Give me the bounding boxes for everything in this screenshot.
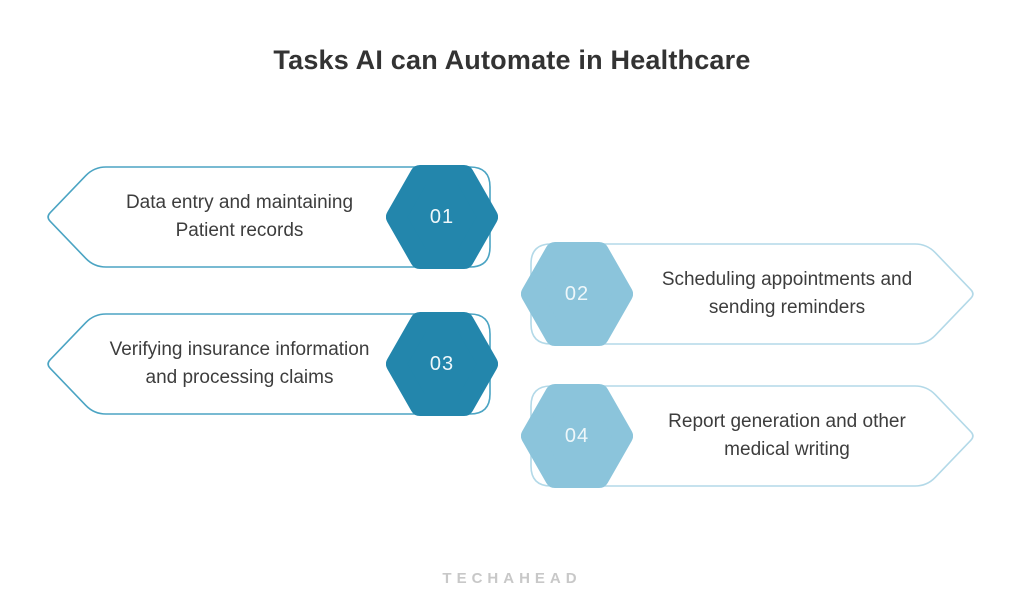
techahead-logo: TECHAHEAD xyxy=(442,570,582,587)
task-banner-1: 01 Data entry and maintaining Patient re… xyxy=(45,165,500,269)
task-banner-2: 02 Scheduling appointments and sending r… xyxy=(521,242,976,346)
hexagon-icon xyxy=(386,165,498,269)
number-hexagon: 01 xyxy=(386,165,498,269)
task-label-line2: sending reminders xyxy=(708,297,866,318)
task-label-line1: Data entry and maintaining xyxy=(125,192,354,213)
task-banner-3: 03 Verifying insurance information and p… xyxy=(45,312,500,416)
number-hexagon: 02 xyxy=(521,242,633,346)
task-label: Report generation and other medical writ… xyxy=(643,384,931,488)
number-hexagon: 03 xyxy=(386,312,498,416)
banner-arrow-left-shape xyxy=(47,166,491,268)
task-label: Data entry and maintaining Patient recor… xyxy=(97,165,382,269)
task-label-line2: and processing claims xyxy=(145,367,334,388)
banner-arrow-right-shape xyxy=(530,385,974,487)
hexagon-icon xyxy=(521,242,633,346)
task-label: Verifying insurance information and proc… xyxy=(97,312,382,416)
hexagon-icon xyxy=(521,384,633,488)
step-number: 04 xyxy=(564,424,590,447)
step-number: 01 xyxy=(429,205,455,228)
number-hexagon: 04 xyxy=(521,384,633,488)
step-number: 02 xyxy=(564,282,590,305)
step-number: 03 xyxy=(429,352,455,375)
task-label-line2: Patient records xyxy=(175,220,304,241)
task-label-line1: Scheduling appointments and xyxy=(661,269,913,290)
banner-arrow-left-shape xyxy=(47,313,491,415)
task-label: Scheduling appointments and sending remi… xyxy=(643,242,931,346)
banner-arrow-right-shape xyxy=(530,243,974,345)
task-banner-4: 04 Report generation and other medical w… xyxy=(521,384,976,488)
task-label-line1: Verifying insurance information xyxy=(109,339,370,360)
task-label-line1: Report generation and other xyxy=(668,411,906,432)
hexagon-icon xyxy=(386,312,498,416)
page-title: Tasks AI can Automate in Healthcare xyxy=(273,45,751,75)
task-label-line2: medical writing xyxy=(724,439,850,460)
